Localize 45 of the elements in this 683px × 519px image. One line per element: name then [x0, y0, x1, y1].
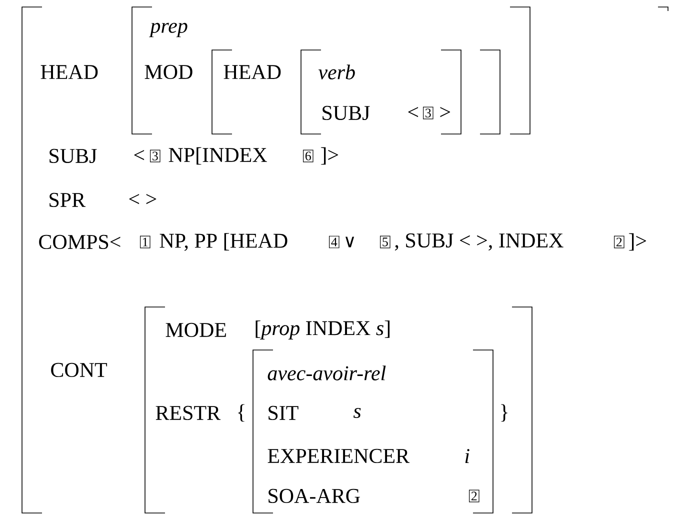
feature-name: MODE	[166, 322, 226, 338]
feature-value: NP, PP [HEAD	[160, 233, 288, 251]
feature-name: SPR	[50, 192, 86, 208]
feature-value: [prop INDEX s]	[256, 320, 390, 340]
type-name: avec-avoir-rel	[268, 366, 386, 380]
feature-value: ]>	[320, 147, 338, 165]
structure-tag: 3	[150, 150, 160, 162]
feature-value: >	[440, 106, 450, 118]
feature-name: RESTR	[156, 406, 221, 420]
feature-value: < >	[129, 194, 156, 204]
feature-name: MOD	[144, 64, 192, 80]
structure-tag: 2	[614, 236, 624, 248]
matrix-brackets	[252, 350, 494, 514]
feature-name: SIT	[268, 406, 298, 420]
structure-tag: 5	[380, 236, 390, 248]
type-name: prep	[148, 22, 188, 38]
feature-name: HEAD	[40, 65, 98, 79]
feature-name: SOA-ARG	[268, 488, 360, 504]
matrix-brackets	[22, 6, 668, 514]
matrix-brackets	[132, 6, 530, 134]
structure-tag: 3	[423, 106, 434, 120]
structure-tag: 2	[469, 490, 480, 502]
structure-tag: 4	[329, 236, 340, 248]
matrix-brackets	[212, 50, 500, 134]
feature-value: }	[501, 404, 508, 422]
feature-name: HEAD	[224, 65, 281, 79]
variable: s	[353, 408, 361, 418]
feature-value: , SUBJ < >, INDEX	[395, 233, 564, 251]
feature-name: SUBJ	[50, 148, 97, 164]
matrix-brackets	[144, 306, 532, 514]
structure-tag: 1	[140, 236, 150, 248]
disjunction-sign: ∨	[346, 236, 354, 248]
type-name: verb	[318, 64, 355, 80]
feature-name: SUBJ	[322, 106, 370, 120]
feature-value: NP[INDEX	[168, 147, 267, 165]
feature-value: {	[238, 404, 244, 422]
feature-value: ]>	[628, 233, 646, 251]
structure-tag: 6	[303, 150, 314, 162]
feature-name: COMPS<	[39, 234, 120, 250]
feature-name: EXPERIENCER	[268, 448, 410, 464]
variable: i	[465, 449, 470, 463]
feature-value: <	[134, 150, 144, 160]
feature-name: CONT	[51, 362, 108, 378]
feature-value: <	[408, 106, 418, 118]
matrix-brackets	[300, 50, 462, 134]
